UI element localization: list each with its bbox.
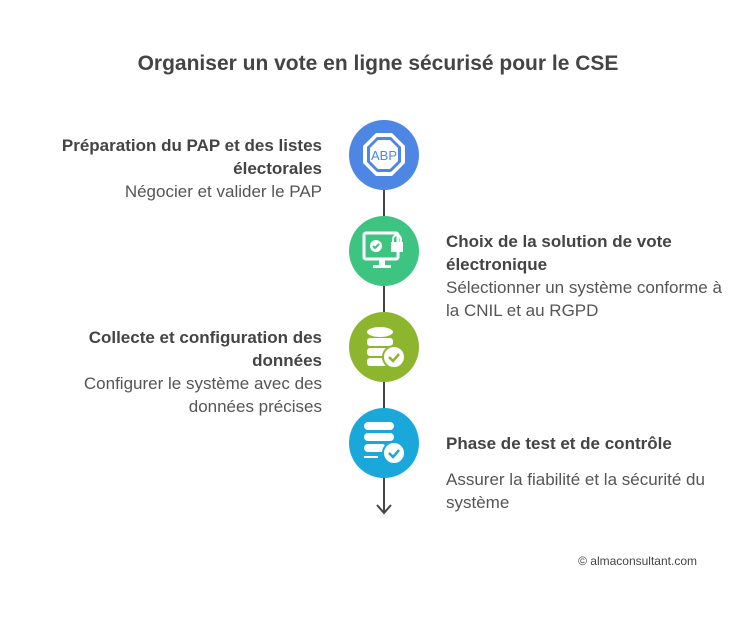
step-description: Sélectionner un système conforme à la CN… [446,278,722,320]
step-4: Phase de test et de contrôle Assurer la … [446,432,746,514]
page-title: Organiser un vote en ligne sécurisé pour… [137,52,619,75]
step-description: Négocier et valider le PAP [124,182,322,201]
step-description: Assurer la fiabilité et la sécurité du s… [446,470,705,512]
connector-line [383,478,385,512]
svg-text:ABP: ABP [371,148,397,163]
abp-stop-sign-icon: ABP [363,133,405,176]
credit: © almaconsultant.com [578,554,697,568]
step-4-icon [349,408,419,478]
step-2: Choix de la solution de vote électroniqu… [446,230,746,322]
step-heading: Phase de test et de contrôle [446,434,672,453]
step-3-icon [349,312,419,382]
step-heading: Choix de la solution de vote électroniqu… [446,232,672,274]
step-2-icon [349,216,419,286]
step-1: Préparation du PAP et des listes élector… [2,134,322,203]
arrow-down-icon [376,504,392,515]
step-3: Collecte et configuration des données Co… [2,326,322,418]
step-heading: Préparation du PAP et des listes élector… [61,136,322,178]
database-check-icon [367,327,406,369]
secure-monitor-icon [362,231,403,268]
connector-line [383,190,385,216]
connector-line [383,382,385,408]
step-heading: Collecte et configuration des données [88,328,322,370]
server-check-icon [364,422,406,465]
step-description: Configurer le système avec des données p… [83,374,322,416]
connector-line [383,286,385,312]
step-1-icon: ABP [349,120,419,190]
